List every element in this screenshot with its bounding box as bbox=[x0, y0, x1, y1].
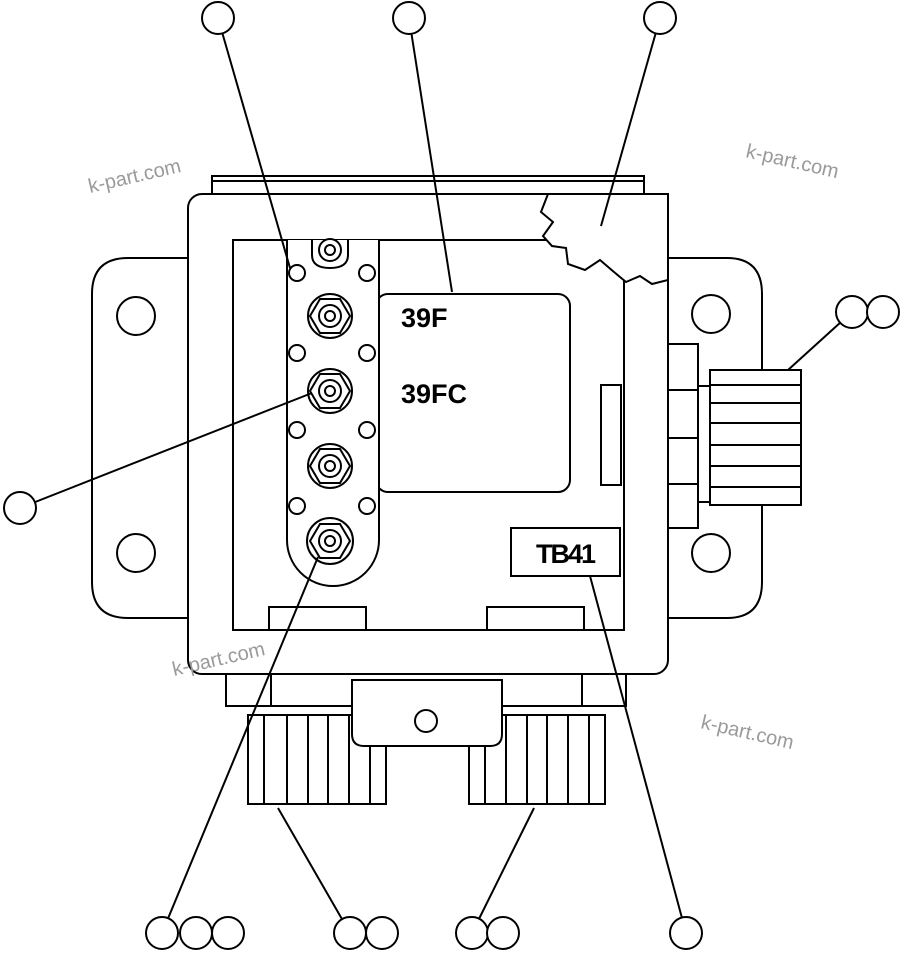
callout-balloon bbox=[866, 295, 900, 329]
strip-hole bbox=[358, 344, 376, 362]
side-slot bbox=[600, 384, 622, 486]
inner-panel-tab bbox=[268, 606, 367, 631]
callout-balloon bbox=[486, 916, 520, 950]
callout-balloon bbox=[835, 295, 869, 329]
terminal-strip bbox=[286, 238, 380, 587]
tb41-label-box bbox=[510, 527, 621, 577]
bracket-hole bbox=[414, 709, 438, 733]
mounting-hole bbox=[691, 533, 731, 573]
inner-panel-tab bbox=[486, 606, 585, 631]
callout-balloon bbox=[365, 916, 399, 950]
terminal-stud bbox=[307, 443, 353, 489]
cover-cutaway-edge bbox=[539, 193, 669, 286]
strip-hole bbox=[288, 421, 306, 439]
callout-balloon bbox=[669, 916, 703, 950]
watermark: k-part.com bbox=[86, 155, 183, 198]
mounting-hole bbox=[691, 294, 731, 334]
center-bottom-bracket bbox=[351, 679, 503, 747]
terminal-stud-39fc bbox=[307, 368, 353, 414]
callout-balloon bbox=[333, 916, 367, 950]
terminal-stud-ground bbox=[306, 517, 354, 565]
terminal-stud bbox=[311, 238, 349, 270]
mounting-hole bbox=[116, 533, 156, 573]
right-side-connector bbox=[667, 343, 802, 529]
top-rail bbox=[211, 175, 645, 195]
strip-hole bbox=[358, 497, 376, 515]
strip-hole bbox=[288, 497, 306, 515]
strip-hole bbox=[288, 264, 306, 282]
terminal-block-label: TB41 bbox=[536, 539, 596, 569]
watermark: k-part.com bbox=[744, 140, 841, 183]
leader-lines bbox=[19, 17, 853, 934]
watermark: k-part.com bbox=[699, 711, 796, 754]
strip-hole bbox=[358, 264, 376, 282]
left-mounting-flange bbox=[91, 257, 188, 619]
callout-balloon bbox=[179, 916, 213, 950]
callout-balloon bbox=[211, 916, 245, 950]
terminal-stud-39f bbox=[307, 293, 353, 339]
callout-balloon bbox=[392, 1, 426, 35]
strip-hole bbox=[358, 421, 376, 439]
callout-balloon bbox=[3, 491, 37, 525]
strip-hole bbox=[288, 344, 306, 362]
terminal-label-39fc: 39FC bbox=[401, 379, 467, 409]
terminal-label-39f: 39F bbox=[401, 303, 448, 333]
callout-balloon bbox=[201, 1, 235, 35]
callout-balloons bbox=[3, 1, 900, 950]
callout-balloon bbox=[643, 1, 677, 35]
callout-balloon bbox=[455, 916, 489, 950]
callout-balloon bbox=[145, 916, 179, 950]
mounting-hole bbox=[116, 296, 156, 336]
